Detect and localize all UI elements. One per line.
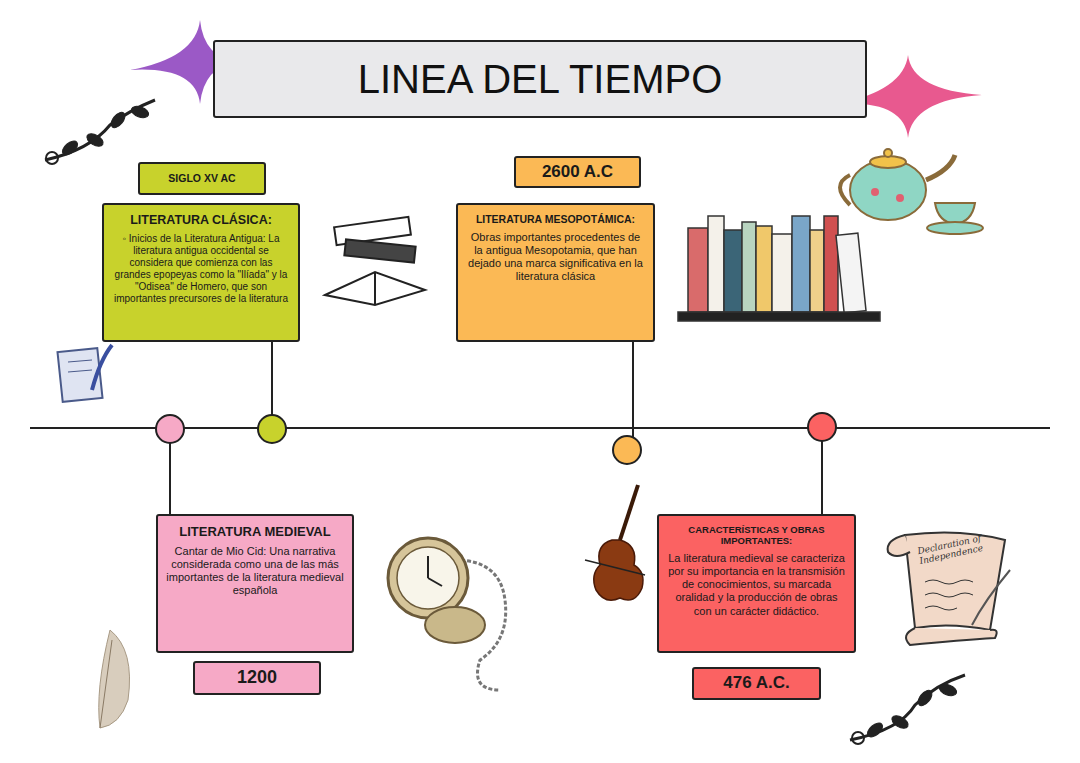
date-box: 476 A.C. bbox=[692, 667, 821, 700]
timeline-dot bbox=[613, 436, 641, 464]
date-label: 476 A.C. bbox=[700, 673, 813, 693]
leader-line bbox=[169, 442, 171, 514]
books-icon bbox=[325, 217, 425, 305]
event-box: LITERATURA CLÁSICA: ◦ Inicios de la Liter… bbox=[102, 203, 300, 342]
leader-line bbox=[632, 342, 634, 437]
event-body: ◦ Inicios de la Literatura Antigua: La l… bbox=[112, 233, 290, 305]
leader-line bbox=[821, 441, 823, 514]
event-body: La literatura medieval se caracteriza po… bbox=[667, 552, 846, 618]
leader-line bbox=[271, 342, 273, 416]
event-box: CARACTERÍSTICAS Y OBRAS IMPORTANTES: La l… bbox=[657, 514, 856, 653]
title-box: LINEA DEL TIEMPO bbox=[213, 40, 867, 118]
timeline-dot bbox=[156, 415, 184, 443]
vine-ornament bbox=[45, 100, 965, 744]
date-label: 2600 A.C bbox=[522, 162, 633, 182]
violin-icon bbox=[585, 485, 645, 600]
pocket-watch-icon bbox=[388, 538, 506, 690]
bookshelf-icon bbox=[678, 216, 880, 321]
quill-icon bbox=[57, 345, 112, 402]
date-box: 1200 bbox=[193, 661, 321, 695]
event-heading: LITERATURA CLÁSICA: bbox=[112, 213, 290, 228]
event-heading: LITERATURA MEDIEVAL bbox=[166, 524, 344, 540]
date-box: 2600 A.C bbox=[514, 156, 641, 188]
date-box: SIGLO XV AC bbox=[138, 162, 266, 195]
timeline-dot bbox=[808, 413, 836, 441]
title-text: LINEA DEL TIEMPO bbox=[358, 57, 723, 102]
date-label: 1200 bbox=[201, 667, 313, 689]
event-box: LITERATURA MESOPOTÁMICA: Obras importante… bbox=[456, 203, 655, 342]
event-body: Cantar de Mio Cid: Una narrativa conside… bbox=[166, 545, 344, 598]
date-label: SIGLO XV AC bbox=[146, 172, 258, 185]
event-box: LITERATURA MEDIEVAL Cantar de Mio Cid: Un… bbox=[156, 514, 354, 653]
teapot-icon bbox=[840, 149, 983, 234]
scroll-icon bbox=[888, 532, 1010, 645]
event-body: Obras importantes procedentes de la anti… bbox=[466, 231, 645, 284]
event-heading: LITERATURA MESOPOTÁMICA: bbox=[466, 213, 645, 226]
timeline-dot bbox=[258, 415, 286, 443]
event-heading: CARACTERÍSTICAS Y OBRAS IMPORTANTES: bbox=[667, 524, 846, 547]
feather-icon bbox=[99, 630, 130, 728]
